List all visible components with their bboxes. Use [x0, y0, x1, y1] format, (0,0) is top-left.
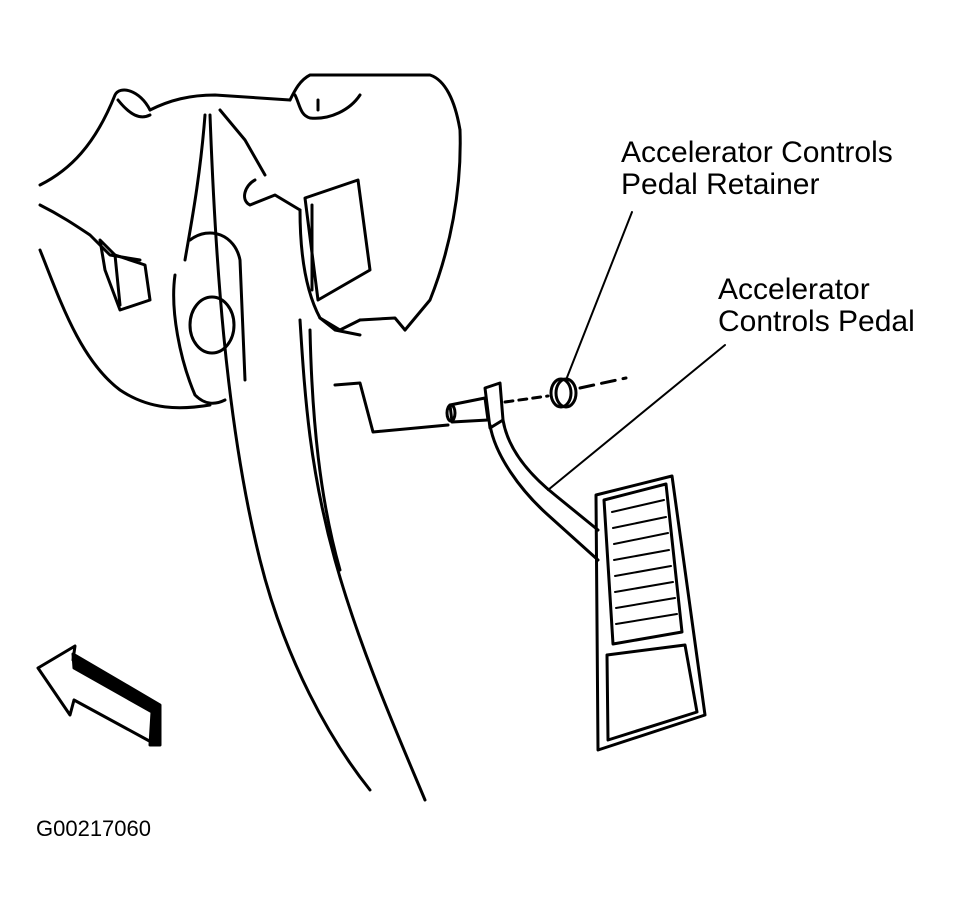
dash-panel-structure [38, 73, 462, 410]
callout-retainer-line1: Accelerator Controls [621, 136, 893, 169]
callout-pedal-line2: Controls Pedal [718, 305, 915, 338]
arrow-forward-icon [36, 644, 162, 747]
callout-accelerator-pedal: Accelerator Controls Pedal [718, 274, 915, 338]
accelerator-pedal [445, 381, 707, 752]
pedal-retainer [503, 376, 628, 409]
callout-pedal-line1: Accelerator [718, 273, 870, 306]
figure-id: G00217060 [36, 816, 151, 841]
leader-lines [547, 211, 726, 491]
callout-retainer-line2: Pedal Retainer [621, 168, 820, 201]
floor-panel-edges [208, 113, 450, 802]
callout-pedal-retainer: Accelerator Controls Pedal Retainer [621, 137, 893, 201]
